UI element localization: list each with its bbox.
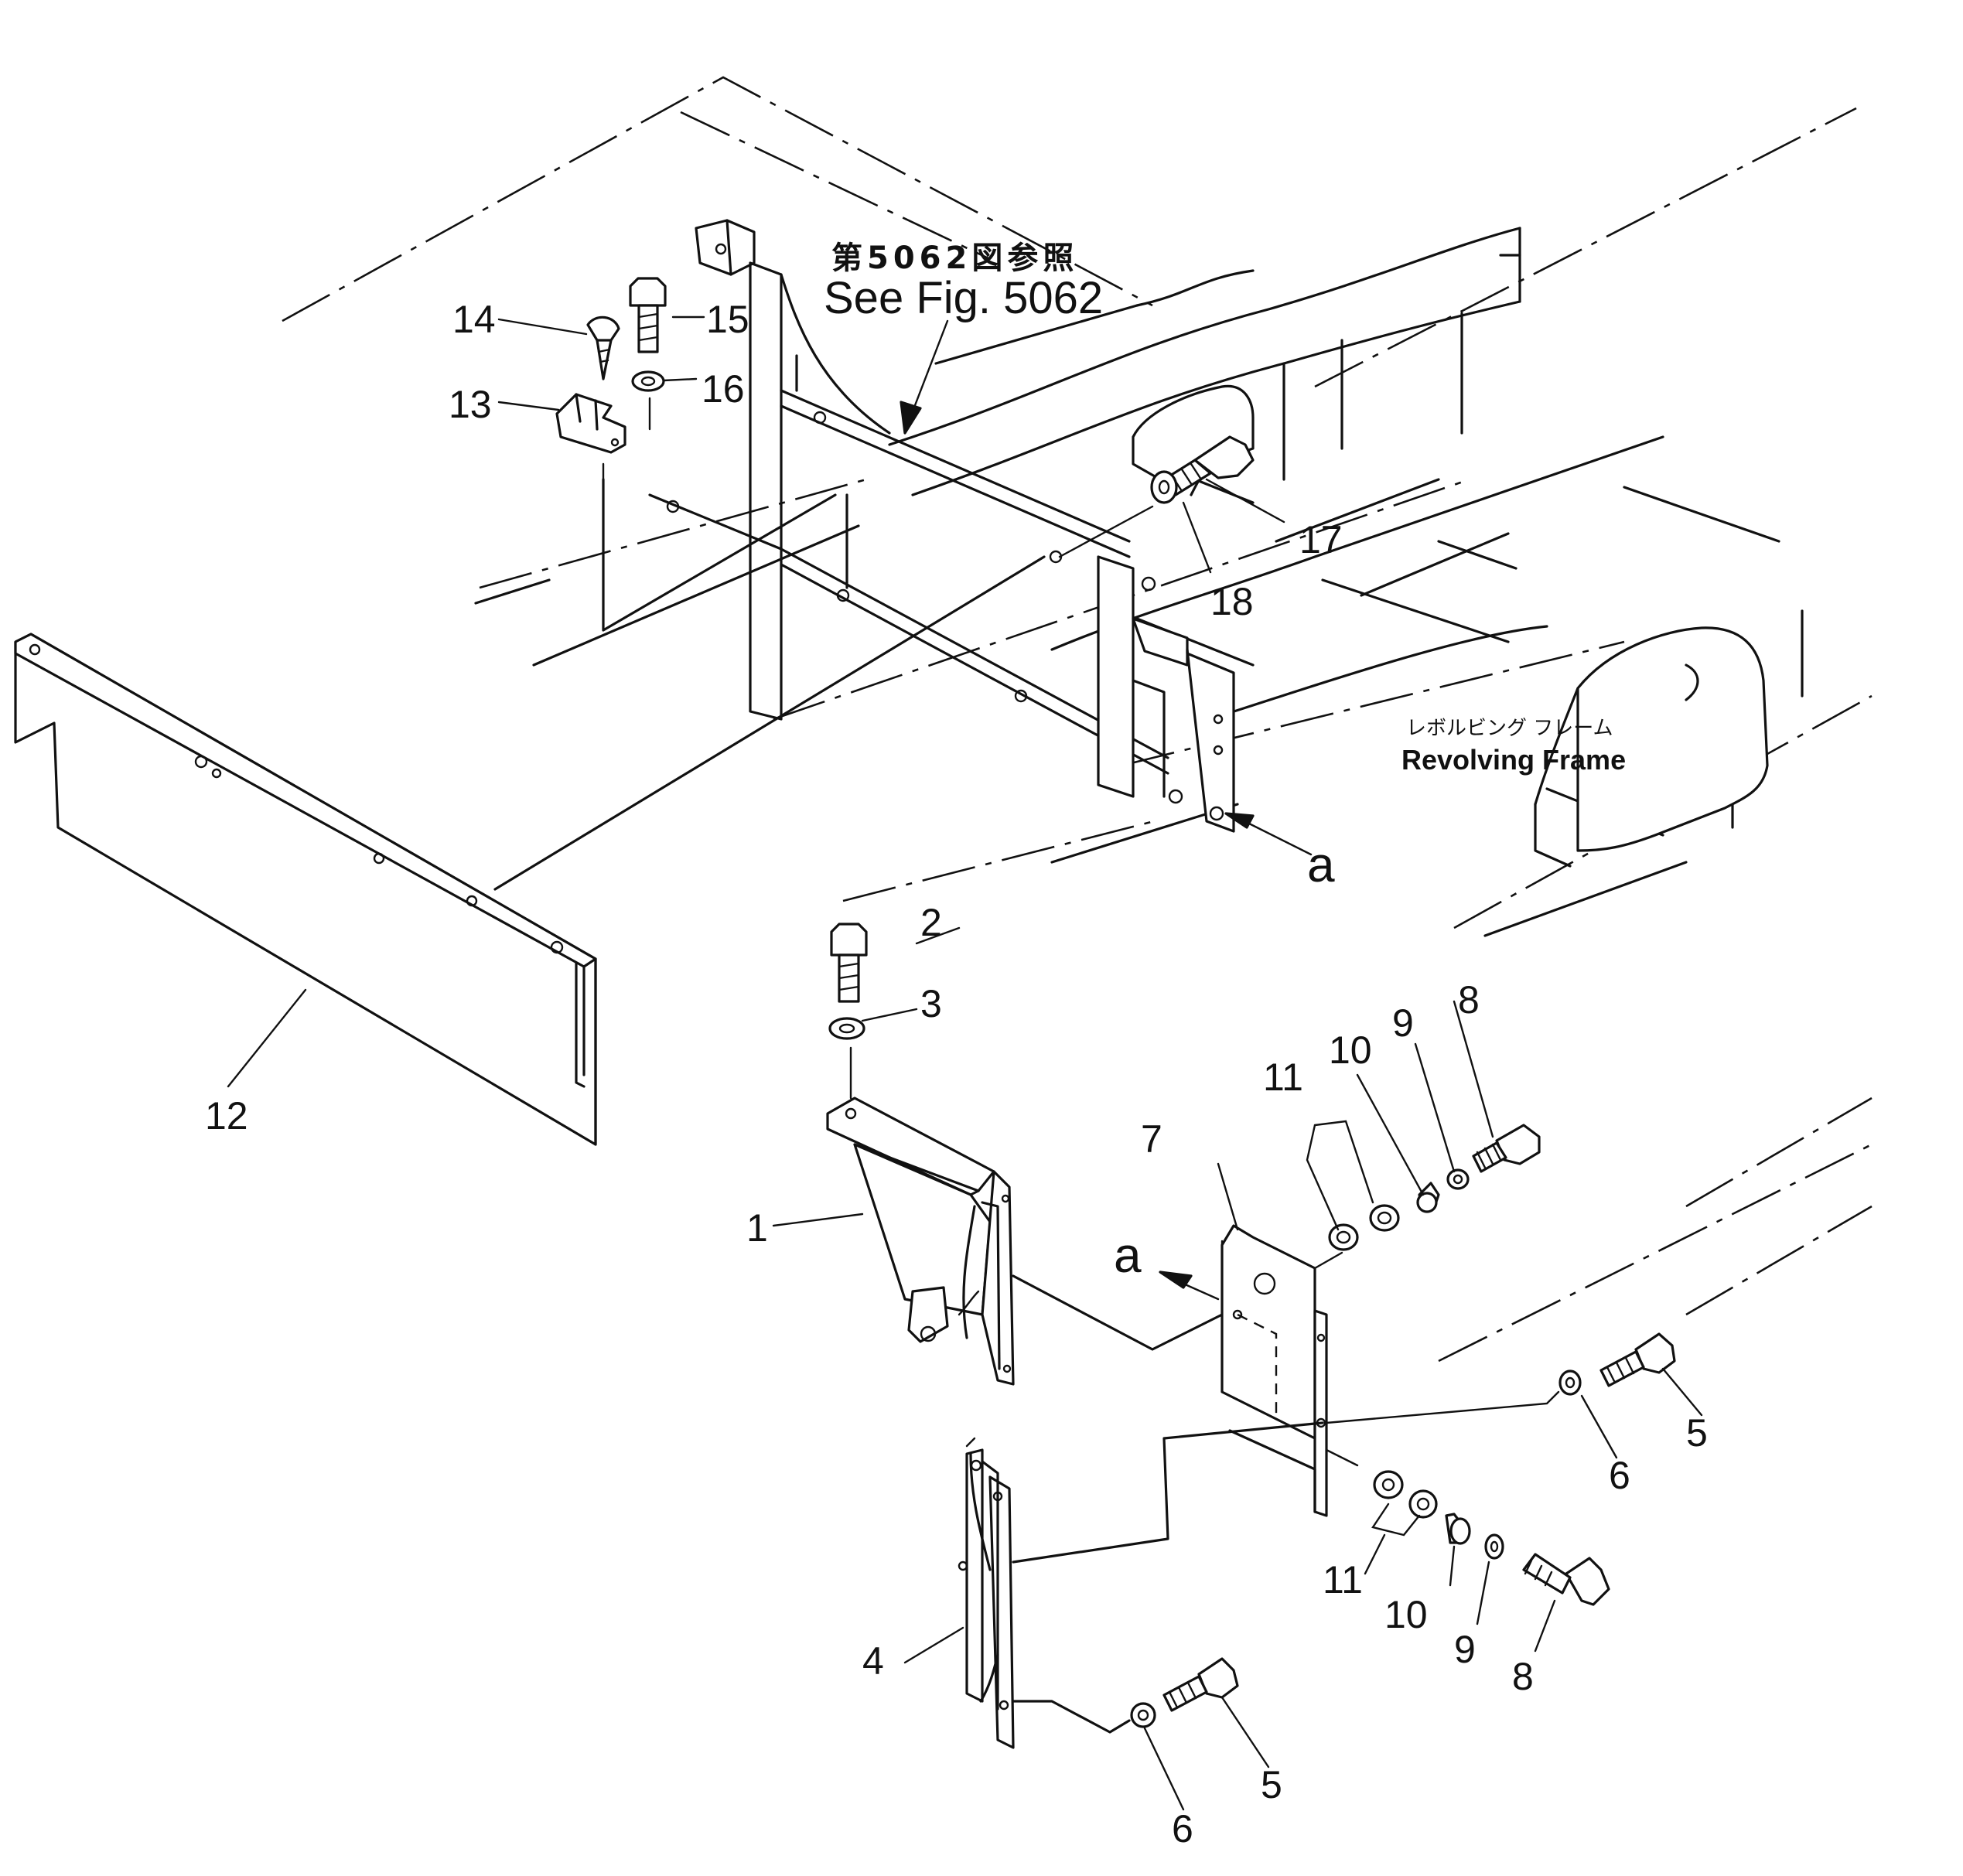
leader-lines [227,316,1703,1811]
callout-6-lower: 6 [1172,1807,1193,1850]
view-marker-lower: a [1114,1227,1142,1283]
callout-1: 1 [746,1206,768,1250]
frame-label: レボルビング フレーム Revolving Frame [1401,717,1626,776]
frame-label-english: Revolving Frame [1401,744,1626,776]
callout-15: 15 [706,298,749,341]
reference-japanese: 第5062図参照 [831,240,1078,276]
callout-10-upper: 10 [1329,1028,1372,1072]
callout-9-upper: 9 [1392,1001,1414,1045]
callout-13: 13 [449,383,492,426]
bracket-1-assembly [826,923,1224,1386]
reference-note: 第5062図参照 See Fig. 5062 [824,240,1103,323]
upper-hardware [555,277,1255,632]
callout-3: 3 [920,982,942,1025]
callout-10-lower: 10 [1384,1593,1428,1636]
upper-bracket-assembly [474,219,1235,833]
side-cover-panel-12 [14,555,1046,1146]
callout-4: 4 [862,1639,884,1683]
callout-16: 16 [702,367,745,411]
callout-8-upper: 8 [1458,978,1480,1022]
callout-12: 12 [205,1094,248,1138]
callout-2: 2 [920,901,942,944]
callout-5-upper: 5 [1686,1411,1708,1455]
bracket-4 [958,1421,1324,1749]
right-hardware [1130,1124,1676,1728]
frame-label-japanese: レボルビング フレーム [1406,717,1613,740]
plate-7-assembly [1159,1224,1328,1517]
callout-numbers: 1 2 3 4 5 5 6 6 7 8 8 9 9 10 10 11 11 12… [205,298,1708,1850]
callout-8-lower: 8 [1512,1655,1534,1698]
callout-11-upper: 11 [1263,1056,1303,1099]
callout-14: 14 [452,298,496,341]
callout-6-upper: 6 [1609,1454,1630,1497]
callout-11-lower: 11 [1323,1558,1363,1601]
view-marker-upper: a [1307,837,1335,892]
callout-17: 17 [1299,518,1343,561]
callout-7: 7 [1141,1117,1162,1161]
callout-18: 18 [1210,580,1254,623]
callout-5-lower: 5 [1261,1763,1282,1806]
callout-9-lower: 9 [1454,1628,1476,1671]
reference-english: See Fig. 5062 [824,273,1103,323]
